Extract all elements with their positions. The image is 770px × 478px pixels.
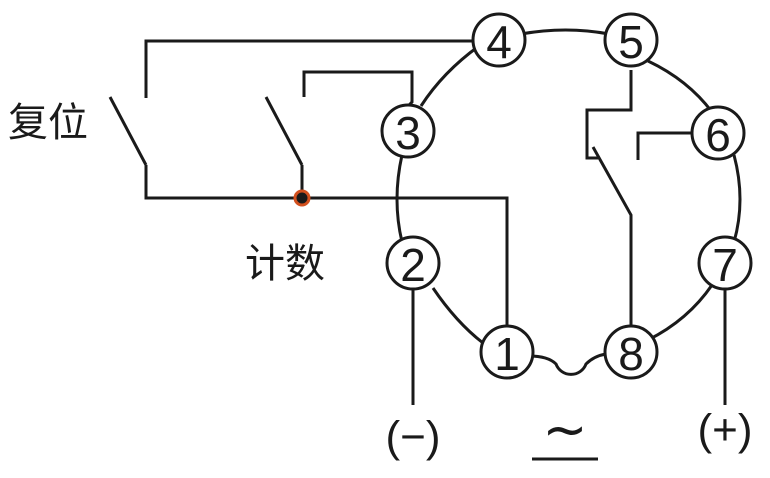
relay-contact — [585, 70, 692, 330]
pin-2: 2 — [385, 235, 441, 291]
socket-arc-7-8 — [647, 284, 714, 342]
pin-1: 1 — [479, 324, 535, 380]
pin-7-circle — [697, 235, 753, 291]
pin-3: 3 — [380, 103, 436, 159]
socket-arc-6-7 — [732, 154, 742, 243]
pin-8: 8 — [603, 324, 659, 380]
pin-2-label: 2 — [400, 239, 426, 291]
count-switch-blade — [264, 96, 304, 166]
count-label: 计数 — [245, 241, 325, 287]
pin-5: 5 — [603, 12, 659, 68]
ac-symbol: ~ — [542, 398, 587, 461]
socket-arc-5-6 — [647, 59, 714, 113]
pin-7: 7 — [697, 235, 753, 291]
pin-3-label: 3 — [395, 107, 421, 159]
socket-arc-1-key-8 — [528, 352, 607, 376]
pin-3-circle — [380, 103, 436, 159]
reset-switch-blade — [108, 96, 148, 166]
pin-8-label: 8 — [618, 328, 644, 380]
pin-8-circle — [603, 324, 659, 380]
pin-6: 6 — [690, 105, 746, 161]
socket-arc-4-3 — [419, 44, 480, 107]
junction-dot — [293, 189, 311, 207]
reset-wire-top — [144, 39, 475, 98]
pin-5-label: 5 — [618, 16, 644, 68]
pin-1-circle — [479, 324, 535, 380]
pin-1-label: 1 — [494, 328, 520, 380]
pin-4-circle — [471, 12, 527, 68]
pin-7-label: 7 — [712, 239, 738, 291]
reset-label: 复位 — [8, 100, 88, 146]
socket-arc-4-5 — [520, 28, 610, 36]
common-wire-to-pin-1 — [302, 196, 509, 326]
socket-arc-2-1 — [431, 287, 484, 345]
pin-6-label: 6 — [705, 109, 731, 161]
reset-switch — [108, 39, 475, 200]
positive-terminal-label: (+) — [698, 406, 753, 455]
negative-terminal-label: (−) — [386, 413, 441, 462]
reset-wire-bottom — [144, 165, 302, 200]
pin-4-label: 4 — [486, 16, 512, 68]
contact-wire-pin-6 — [636, 131, 692, 160]
pin-5-circle — [603, 12, 659, 68]
socket-outline — [395, 28, 742, 376]
contact-blade — [591, 146, 633, 330]
contact-wire-pin-5 — [585, 70, 633, 160]
pin-4: 4 — [471, 12, 527, 68]
pin-2-circle — [385, 235, 441, 291]
pin-6-circle — [690, 105, 746, 161]
